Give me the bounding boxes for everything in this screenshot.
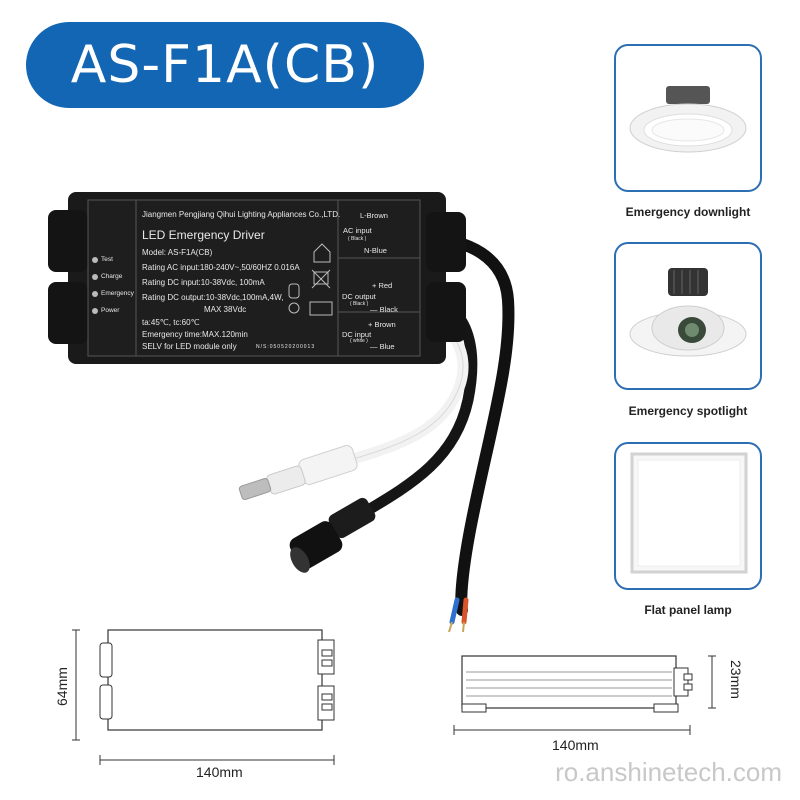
side-height-dimension: 23mm: [728, 660, 744, 699]
class-symbol-icon: [288, 283, 300, 299]
ac-input-rating: Rating AC input:180-240V~,50/60HZ 0.016A: [142, 263, 300, 272]
test-led-icon: [92, 257, 98, 263]
weee-bin-icon: [313, 271, 329, 285]
indicator-power: Power: [101, 307, 120, 314]
terminal-dc-output: DC output: [342, 292, 376, 301]
dc-input-rating: Rating DC input:10-38Vdc, 100mA: [142, 278, 265, 287]
terminal-minus-black: — Black: [370, 305, 398, 314]
ring-symbol-icon: [288, 302, 300, 314]
terminal-ac-black: ( Black ): [348, 236, 367, 242]
charge-led-icon: [92, 274, 98, 280]
serial-number: N/S:050520200013: [256, 344, 316, 350]
terminal-n-blue: N-Blue: [364, 246, 387, 255]
watermark: ro.anshinetech.com: [555, 757, 782, 787]
top-view-drawing: [72, 629, 335, 765]
dc-output-rating: Rating DC output:10-38Vdc,100mA,4W,: [142, 293, 284, 302]
indicator-charge: Charge: [101, 273, 123, 280]
selv-note: SELV for LED module only: [142, 342, 237, 351]
side-width-dimension: 140mm: [552, 737, 599, 753]
max-voltage: MAX 38Vdc: [204, 305, 247, 314]
terminal-plus-brown: + Brown: [368, 320, 396, 329]
card-downlight: [614, 44, 762, 192]
side-view-drawing: [453, 655, 716, 735]
terminal-dc-input: DC input: [342, 330, 372, 339]
terminal-dc-output-black: ( Black ): [350, 301, 369, 307]
terminal-plus-red: + Red: [372, 281, 393, 290]
product-name: LED Emergency Driver: [142, 228, 265, 242]
label-panel-lamp: Flat panel lamp: [644, 603, 732, 617]
top-height-dimension: 64mm: [54, 667, 70, 706]
label-downlight: Emergency downlight: [625, 205, 751, 219]
company-name: Jiangmen Pengjiang Qihui Lighting Applia…: [142, 210, 341, 219]
downlight-icon: [629, 86, 747, 153]
indicator-test: Test: [101, 256, 113, 263]
temperature-rating: ta:45℃, tc:60℃: [142, 318, 200, 327]
panel-lamp-icon: [630, 452, 748, 574]
terminal-dc-input-white: ( white ): [350, 338, 368, 344]
driver-body: [48, 192, 466, 364]
ac-wire-ends: [448, 597, 469, 633]
terminal-l-brown: L-Brown: [360, 211, 388, 220]
terminal-minus-blue: — Blue: [370, 342, 395, 351]
el-mark-icon: [309, 301, 333, 316]
ac-cable: [414, 232, 515, 616]
black-dc-jack: [289, 497, 376, 573]
white-dc-plug: [238, 445, 358, 501]
spotlight-icon: [629, 268, 747, 357]
indicator-emergency: Emergency: [101, 290, 134, 297]
indoor-use-icon: [313, 243, 331, 263]
emergency-led-icon: [92, 291, 98, 297]
model-line: Model: AS-F1A(CB): [142, 248, 213, 257]
label-spotlight: Emergency spotlight: [628, 404, 748, 418]
title-badge: AS-F1A(CB): [26, 22, 424, 108]
top-width-dimension: 140mm: [196, 764, 243, 780]
terminal-ac-input: AC input: [343, 226, 372, 235]
card-panel-lamp: [614, 442, 762, 590]
emergency-time: Emergency time:MAX.120min: [142, 330, 248, 339]
card-spotlight: [614, 242, 762, 390]
product-title: AS-F1A(CB): [70, 35, 380, 95]
power-led-icon: [92, 308, 98, 314]
